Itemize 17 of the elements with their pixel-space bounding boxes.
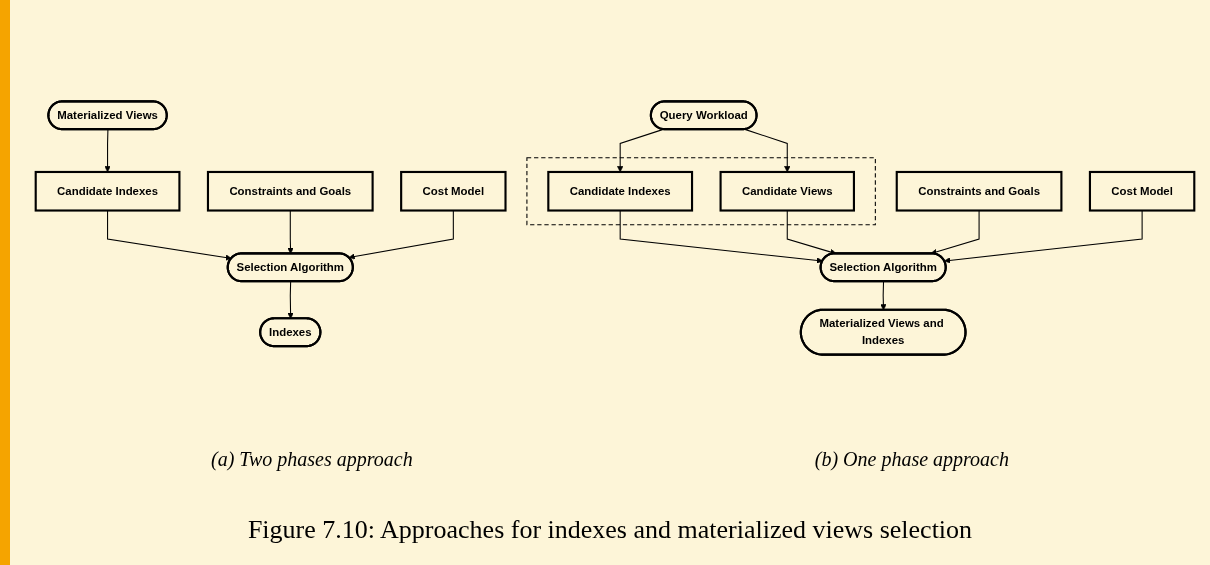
arrow <box>287 281 294 319</box>
node-box: Candidate Views <box>719 170 855 212</box>
cluster <box>526 157 876 226</box>
node-box: Candidate Indexes <box>547 170 694 212</box>
subfigure-caption: (b) One phase approach <box>814 448 1009 471</box>
arrow <box>287 210 294 254</box>
subfigure-caption: (a) Two phases approach <box>211 448 413 471</box>
node-box: Cost Model <box>400 170 507 212</box>
figure-caption: Figure 7.10: Approaches for indexes and materialized views selection <box>246 515 974 545</box>
arrow <box>944 210 1143 264</box>
node-box: Constraints and Goals <box>206 170 374 212</box>
node-box: Candidate Indexes <box>34 170 181 212</box>
arrow <box>619 210 823 264</box>
arrow <box>107 210 232 261</box>
node-box: Constraints and Goals <box>895 170 1063 212</box>
node-box: Cost Model <box>1088 170 1196 212</box>
arrow <box>348 210 454 260</box>
